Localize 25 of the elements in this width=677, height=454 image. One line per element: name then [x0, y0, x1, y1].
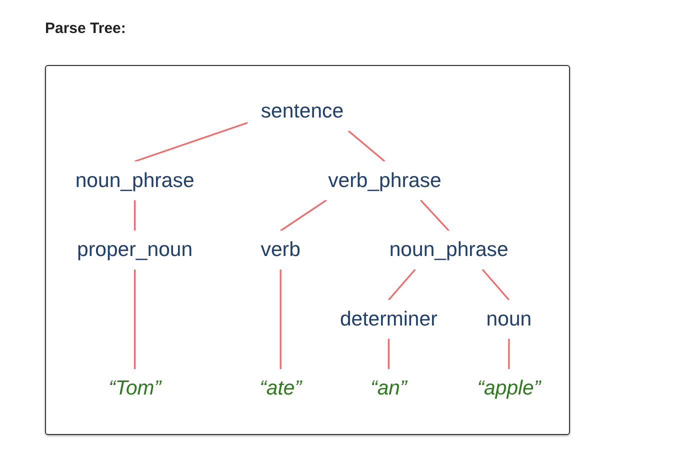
connector [134, 200, 136, 231]
node-text: “an” [370, 377, 406, 400]
node-text: noun_phrase [74, 170, 194, 192]
connector [508, 338, 510, 370]
node-text: sentence [260, 100, 344, 123]
connector [347, 130, 385, 162]
node-text: determiner [339, 308, 437, 330]
node-text: “ate” [259, 377, 302, 400]
connector [419, 200, 449, 232]
node-text: verb_phrase [328, 170, 441, 192]
connector [481, 268, 510, 300]
node-text: “Tom” [108, 377, 161, 400]
node-text: noun_phrase [388, 238, 508, 262]
connector [279, 269, 281, 370]
connector [134, 269, 136, 370]
node-text: proper_noun [76, 238, 192, 262]
node-text: “apple” [476, 377, 540, 400]
node-text: verb [260, 238, 300, 262]
diagram-frame: sentence noun_phrase verb_phrase proper_noun verb noun_phrase determiner noun “Tom” “ate” “an” “apple” [45, 65, 570, 435]
connector [388, 268, 416, 300]
node-text: noun [486, 308, 532, 330]
connector [280, 199, 326, 232]
diagram-title: Parse Tree: [45, 20, 126, 37]
connector [387, 338, 389, 370]
connector [134, 122, 248, 162]
